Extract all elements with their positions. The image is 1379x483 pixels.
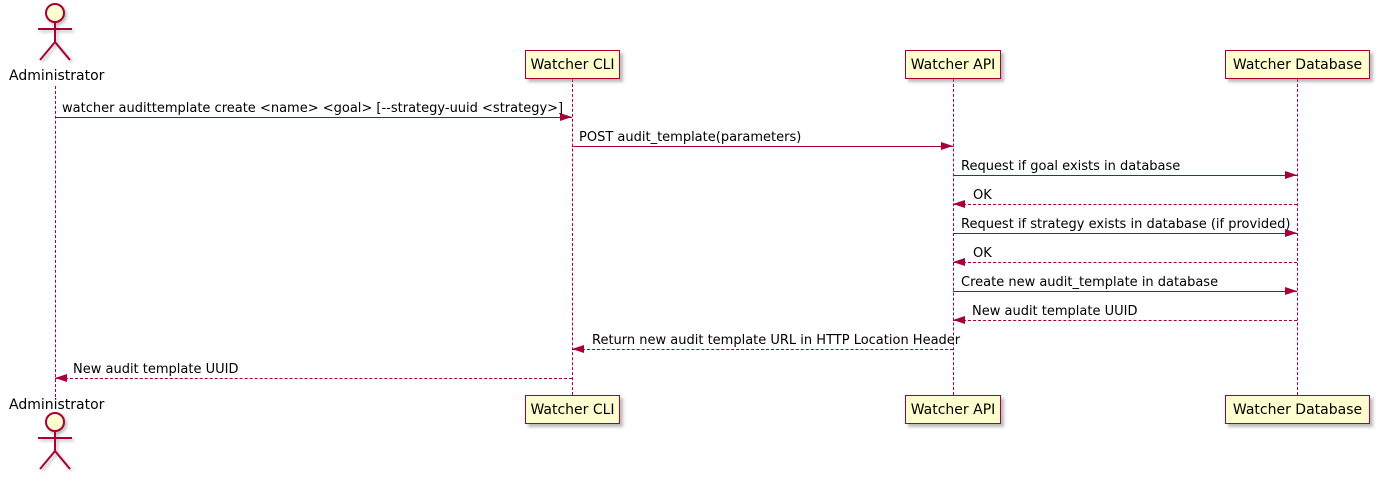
message-return-line — [572, 349, 953, 350]
lifeline-watcher-database — [1297, 79, 1298, 395]
message-return-line — [953, 320, 1297, 321]
arrowhead-left-icon — [953, 316, 965, 324]
arrowhead-right-icon — [560, 113, 572, 121]
message-arrow-line — [953, 175, 1297, 176]
participant-watcher-api-top: Watcher API — [905, 50, 1001, 79]
participant-watcher-cli-top: Watcher CLI — [525, 50, 620, 79]
message-arrow-line — [55, 117, 572, 118]
arrowhead-right-icon — [941, 142, 953, 150]
arrowhead-left-icon — [953, 200, 965, 208]
message-arrow-line — [572, 146, 953, 147]
actor-icon-top — [27, 2, 83, 70]
message-label: OK — [973, 188, 992, 203]
arrowhead-left-icon — [55, 374, 67, 382]
arrowhead-left-icon — [572, 345, 584, 353]
message-label: New audit template UUID — [73, 362, 239, 377]
lifeline-watcher-api — [953, 79, 954, 395]
participant-watcher-database-bottom: Watcher Database — [1225, 395, 1370, 424]
lifeline-administrator — [55, 86, 56, 397]
lifeline-watcher-cli — [572, 79, 573, 395]
message-arrow-line — [953, 291, 1297, 292]
actor-icon-bottom — [27, 411, 83, 479]
message-label: POST audit_template(parameters) — [579, 130, 802, 145]
message-label: Request if goal exists in database — [961, 159, 1181, 174]
participant-watcher-api-bottom: Watcher API — [905, 395, 1001, 424]
message-label: watcher audittemplate create <name> <goa… — [62, 101, 564, 116]
message-label: Return new audit template URL in HTTP Lo… — [592, 333, 961, 348]
actor-label-bottom: Administrator — [9, 397, 105, 413]
arrowhead-right-icon — [1285, 171, 1297, 179]
message-return-line — [953, 204, 1297, 205]
message-arrow-line — [953, 233, 1297, 234]
participant-watcher-database-top: Watcher Database — [1225, 50, 1370, 79]
arrowhead-right-icon — [1285, 229, 1297, 237]
message-return-line — [55, 378, 572, 379]
arrowhead-right-icon — [1285, 287, 1297, 295]
message-label: Create new audit_template in database — [961, 275, 1219, 290]
message-label: OK — [973, 246, 992, 261]
message-label: Request if strategy exists in database (… — [961, 217, 1291, 232]
participant-watcher-cli-bottom: Watcher CLI — [525, 395, 620, 424]
message-label: New audit template UUID — [972, 304, 1138, 319]
arrowhead-left-icon — [953, 258, 965, 266]
message-return-line — [953, 262, 1297, 263]
actor-label-top: Administrator — [9, 68, 105, 84]
